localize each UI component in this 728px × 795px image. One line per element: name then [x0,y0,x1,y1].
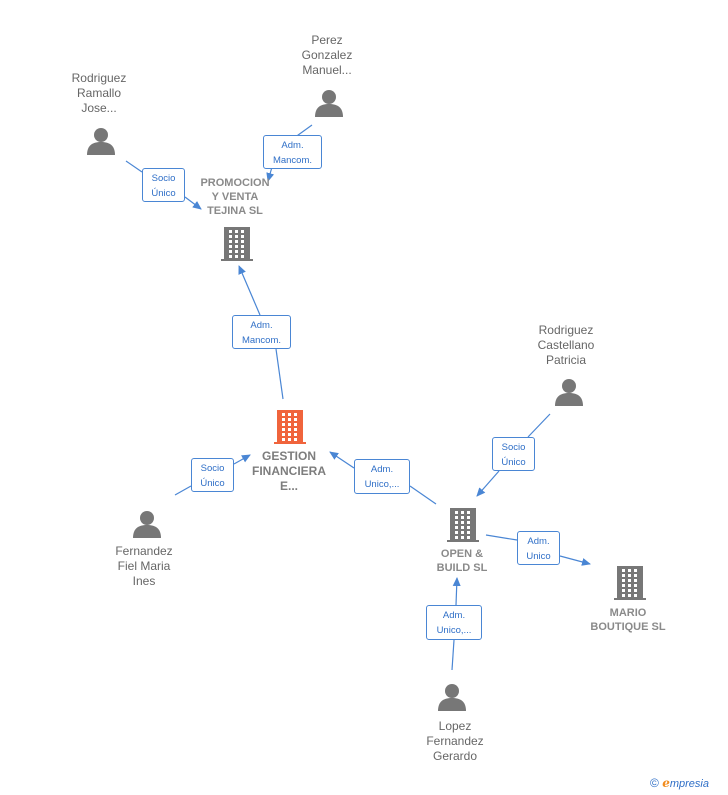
label-line: Perez [311,33,343,47]
label-line: Único [200,478,225,489]
edge-segment [452,577,461,606]
label-line: Adm. [527,536,550,547]
label-line: Único [501,457,526,468]
edge-segment [559,555,591,566]
footer-brand: © empresia [650,776,709,790]
edge-segment [184,196,202,210]
label-line: Unico,... [436,625,472,636]
edge-label-lopez-to-open[interactable]: Adm. Unico,... [426,605,482,640]
label-line: GESTION [261,449,316,463]
edge-label-perez-to-promocion[interactable]: Adm. Mancom. [263,135,322,169]
person-icon-fernandez-fiel[interactable] [133,511,161,538]
edge-segment [476,470,500,497]
edge-castellano-to-open [476,413,551,497]
label-line: Fiel Maria [117,559,171,573]
brand-name: mpresia [669,778,709,790]
label-line: Ines [132,574,156,588]
label-line: E... [279,479,298,493]
edge-segment [125,160,143,173]
label-line: Adm. [442,610,466,621]
edge-segment [266,166,275,182]
label-line: Fernandez [115,544,173,558]
node-label-open-build[interactable]: OPEN & BUILD SL [412,547,512,575]
label-line: Mancom. [241,335,282,346]
edge-segment [527,413,551,438]
person-icon-lopez-fernandez[interactable] [438,684,466,711]
edge-segment [485,534,518,541]
copyright-symbol: © [650,776,659,790]
label-line: OPEN & [440,548,484,560]
edge-segment [174,485,192,496]
person-icon-rodriguez-castellano[interactable] [555,379,583,406]
label-line: Unico,... [364,479,400,490]
node-label-mario-boutique[interactable]: MARIO BOUTIQUE SL [578,606,678,634]
edge-segment [275,348,284,400]
label-line: BOUTIQUE SL [590,621,666,633]
node-icons [87,90,646,711]
edge-segment [451,639,455,671]
label-line: Patricia [545,353,586,367]
edge-segment [233,454,251,465]
person-icon-perez-gonzalez[interactable] [315,90,343,117]
label-line: Socio [200,463,225,474]
label-line: Adm. [250,320,273,331]
label-line: Único [151,188,176,199]
label-line: Mancom. [272,155,313,166]
brand-logo-initial: e [662,776,670,790]
edges [125,124,591,671]
edge-segment [409,485,437,505]
label-line: Ramallo [76,86,121,100]
label-line: Unico [526,551,551,562]
edge-lopez-to-open [451,577,461,671]
edge-label-open-to-gestion[interactable]: Adm. Unico,... [354,459,410,494]
edge-label-gestion-to-promocion[interactable]: Adm. Mancom. [232,315,291,349]
building-icon-mario-boutique[interactable] [614,566,646,600]
label-line: BUILD SL [436,562,488,574]
building-icon-gestion-financiera[interactable] [274,410,306,444]
node-label-promocion-y-venta-tejina[interactable]: PROMOCION Y VENTA TEJINA SL [185,176,285,218]
label-line: FINANCIERA [252,464,326,478]
edge-segment [238,265,261,316]
label-line: Castellano [537,338,595,352]
label-line: Rodriguez [71,71,127,85]
label-line: Socio [501,442,526,453]
label-line: Socio [151,173,176,184]
edge-label-open-to-mario[interactable]: Adm. Unico [517,531,560,565]
edge-segment [329,451,355,469]
label-line: Y VENTA [211,191,259,203]
building-icon-open-build[interactable] [447,508,479,542]
label-line: MARIO [609,607,647,619]
label-line: Lopez [438,719,472,733]
edge-open-to-gestion [329,451,437,505]
label-line: Gonzalez [301,48,353,62]
edge-rodriguez-to-promocion [125,160,202,210]
label-line: Adm. [370,464,394,475]
label-line: Manuel... [302,63,352,77]
label-line: Adm. [281,140,304,151]
edge-gestion-to-promocion [238,265,284,400]
label-line: Jose... [81,101,117,115]
label-line: Rodriguez [538,323,594,337]
label-line: Gerardo [432,749,478,763]
label-line: Fernandez [426,734,484,748]
building-icon-promocion[interactable] [221,227,253,261]
label-line: PROMOCION [200,177,270,189]
edge-fernandez-to-gestion [174,454,251,496]
label-line: TEJINA SL [207,205,263,217]
edge-open-to-mario [485,534,591,566]
person-icon-rodriguez-ramallo[interactable] [87,128,115,155]
